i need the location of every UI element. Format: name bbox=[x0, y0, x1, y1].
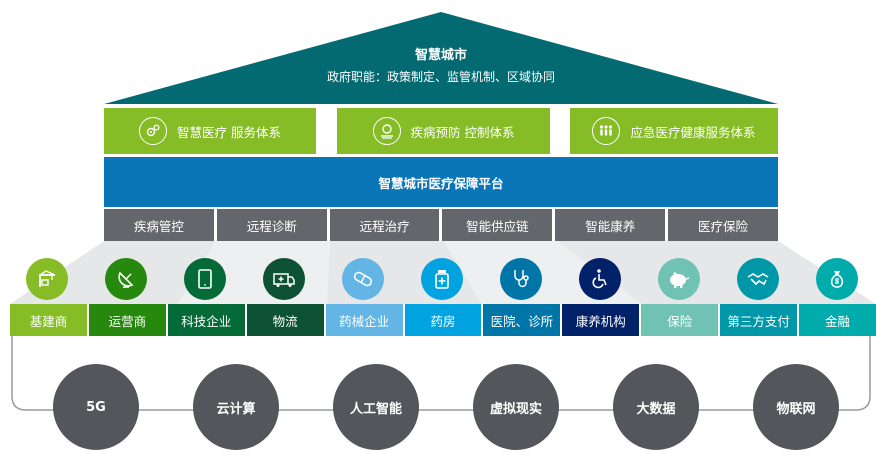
money-bag-icon bbox=[816, 258, 858, 300]
tech-circle-ai: 人工智能 bbox=[333, 364, 419, 450]
actor-item: 药械企业 bbox=[325, 304, 403, 336]
service-item: 远程治疗 bbox=[329, 209, 440, 241]
tech-connector-line bbox=[11, 336, 871, 411]
system-smart-medical: 智慧医疗 服务体系 bbox=[104, 108, 316, 154]
actor-item: 第三方支付 bbox=[720, 304, 798, 336]
roof bbox=[104, 12, 778, 104]
system-label: 应急医疗健康服务体系 bbox=[630, 124, 756, 140]
actor-item: 基建商 bbox=[10, 304, 87, 336]
actor-item: 保险 bbox=[641, 304, 719, 336]
coin-hand-icon bbox=[372, 117, 401, 145]
tech-circle-bigdata: 大数据 bbox=[613, 364, 699, 450]
platform-bar: 智慧城市医疗保障平台 bbox=[104, 157, 778, 207]
tech-circle-vr: 虚拟现实 bbox=[473, 364, 559, 450]
stethoscope-icon bbox=[500, 258, 542, 300]
satellite-dish-icon bbox=[105, 258, 147, 300]
services-row: 疾病管控 远程诊断 远程治疗 智能供应链 智能康养 医疗保险 bbox=[104, 209, 778, 241]
actor-item: 物流 bbox=[246, 304, 324, 336]
tech-circle-iot: 物联网 bbox=[753, 364, 839, 450]
service-item: 远程诊断 bbox=[216, 209, 327, 241]
roof-shape bbox=[104, 12, 778, 104]
actor-item: 药房 bbox=[404, 304, 482, 336]
actors-row: 基建商 运营商 科技企业 物流 药械企业 药房 医院、诊所 康养机构 保险 第三… bbox=[10, 304, 876, 336]
system-label: 疾病预防 控制体系 bbox=[410, 124, 515, 140]
fan-right bbox=[557, 241, 876, 304]
actor-item: 运营商 bbox=[88, 304, 166, 336]
service-item: 智能供应链 bbox=[442, 209, 553, 241]
tech-circle-cloud: 云计算 bbox=[193, 364, 279, 450]
service-item: 疾病管控 bbox=[104, 209, 214, 241]
medicine-bottle-icon bbox=[421, 258, 463, 300]
actor-item: 金融 bbox=[799, 304, 876, 336]
ambulance-icon bbox=[263, 258, 305, 300]
handshake-icon bbox=[737, 258, 779, 300]
actor-item: 科技企业 bbox=[167, 304, 245, 336]
system-label: 智慧医疗 服务体系 bbox=[177, 124, 281, 140]
system-emergency-medical: 应急医疗健康服务体系 bbox=[570, 108, 778, 154]
system-disease-prevention: 疾病预防 控制体系 bbox=[337, 108, 550, 154]
actor-item: 医院、诊所 bbox=[483, 304, 561, 336]
people-group-icon bbox=[592, 117, 621, 145]
piggy-bank-icon bbox=[658, 258, 700, 300]
wheelchair-icon bbox=[579, 258, 621, 300]
pill-icon bbox=[342, 258, 384, 300]
service-item: 医疗保险 bbox=[668, 209, 778, 241]
service-item: 智能康养 bbox=[555, 209, 666, 241]
roof-title: 智慧城市 bbox=[414, 48, 467, 63]
tech-circle-5g: 5G bbox=[53, 364, 139, 450]
gears-icon bbox=[139, 117, 167, 145]
tablet-icon bbox=[184, 258, 226, 300]
crane-icon bbox=[26, 258, 68, 300]
actor-item: 康养机构 bbox=[562, 304, 640, 336]
roof-subtitle: 政府职能：政策制定、监管机制、区域协同 bbox=[326, 70, 555, 84]
